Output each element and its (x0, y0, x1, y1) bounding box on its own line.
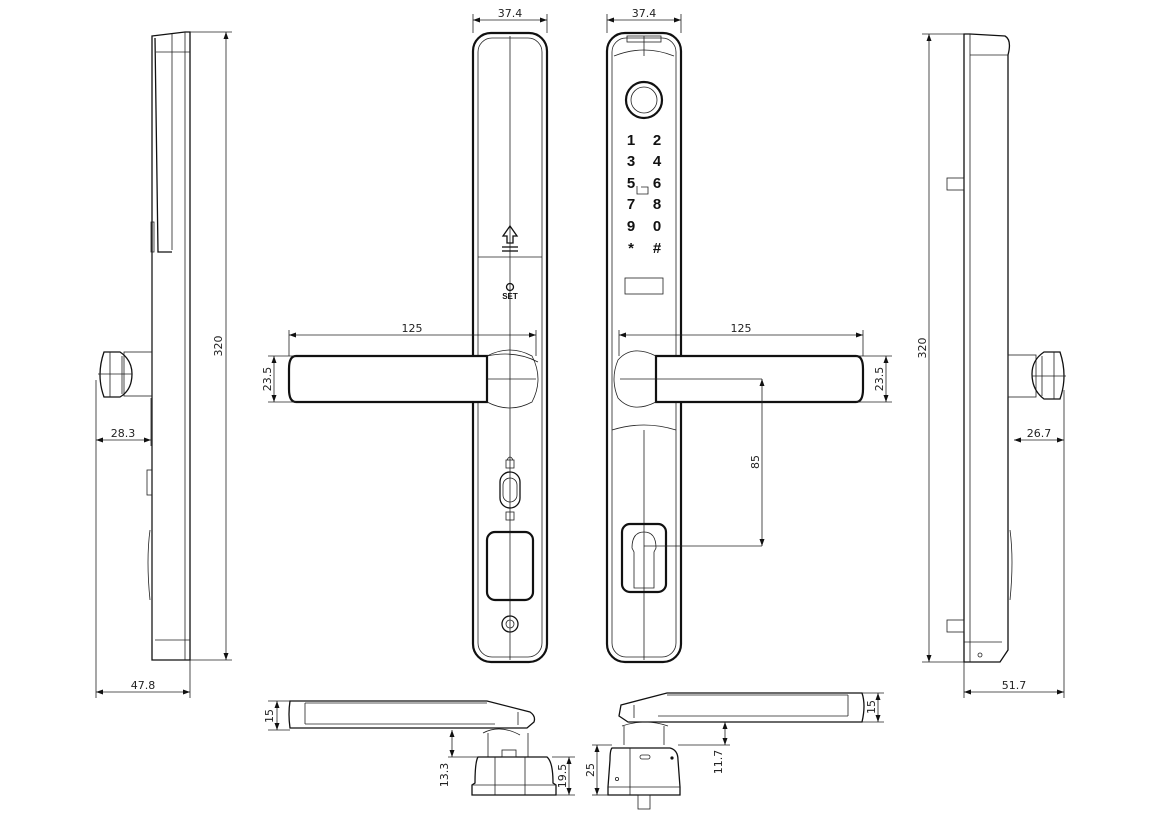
key-1[interactable]: 1 (627, 132, 635, 149)
back-front-view: SET 37.4 125 23.5 (261, 7, 549, 664)
dim-height-right: 320 (916, 338, 929, 359)
fingerprint-sensor-icon (624, 80, 664, 120)
key-2[interactable]: 2 (653, 132, 661, 149)
keypad-front-view: 1 2 3 4 5 6 7 8 9 0 * # 37.4 (605, 7, 892, 664)
key-9[interactable]: 9 (627, 218, 635, 235)
set-label: SET (502, 292, 518, 301)
dim-handle-projection-right: 26.7 (1027, 427, 1052, 440)
key-6[interactable]: 6 (653, 175, 661, 192)
bottom-right-handle-view: 15 11.7 25 (584, 692, 884, 810)
dim-lever-thickness-right: 15 (865, 700, 878, 714)
keypad: 1 2 3 4 5 6 7 8 9 0 * # (627, 132, 662, 257)
dim-width-keypad: 37.4 (632, 7, 657, 20)
dim-handle-length-back: 125 (402, 322, 423, 335)
right-side-view: 320 26.7 51.7 (916, 33, 1066, 698)
left-side-view: 320 28.3 47.8 (95, 31, 232, 698)
dim-handle-height-keypad: 23.5 (873, 367, 886, 392)
up-arrow-icon (501, 224, 519, 244)
key-0[interactable]: 0 (653, 218, 661, 235)
dim-height-left: 320 (212, 336, 225, 357)
dim-lever-thickness-left: 15 (263, 709, 276, 723)
card-reader-window (624, 277, 664, 295)
key-hash[interactable]: # (653, 240, 662, 257)
key-3[interactable]: 3 (627, 153, 635, 170)
key-7[interactable]: 7 (627, 196, 635, 213)
key-4[interactable]: 4 (653, 153, 662, 170)
dim-rose-height-right: 25 (584, 763, 597, 777)
dim-gap-right: 11.7 (712, 750, 725, 775)
dim-handle-projection-left: 28.3 (111, 427, 136, 440)
dim-depth-right: 51.7 (1002, 679, 1027, 692)
dim-handle-height-back: 23.5 (261, 367, 274, 392)
dim-depth-left: 47.8 (131, 679, 156, 692)
dim-handle-to-cylinder: 85 (749, 455, 762, 469)
set-button-icon (505, 282, 515, 292)
key-star[interactable]: * (628, 240, 634, 257)
dim-width-back: 37.4 (498, 7, 523, 20)
unlock-icon (636, 186, 649, 195)
dim-handle-length-keypad: 125 (731, 322, 752, 335)
dim-rose-height-left: 19.5 (556, 764, 569, 789)
key-8[interactable]: 8 (653, 196, 661, 213)
bottom-left-handle-view: 15 13.3 19.5 (263, 700, 575, 796)
key-5[interactable]: 5 (627, 175, 635, 192)
dim-gap-left: 13.3 (438, 763, 451, 788)
euro-cylinder-cutout (620, 522, 668, 594)
